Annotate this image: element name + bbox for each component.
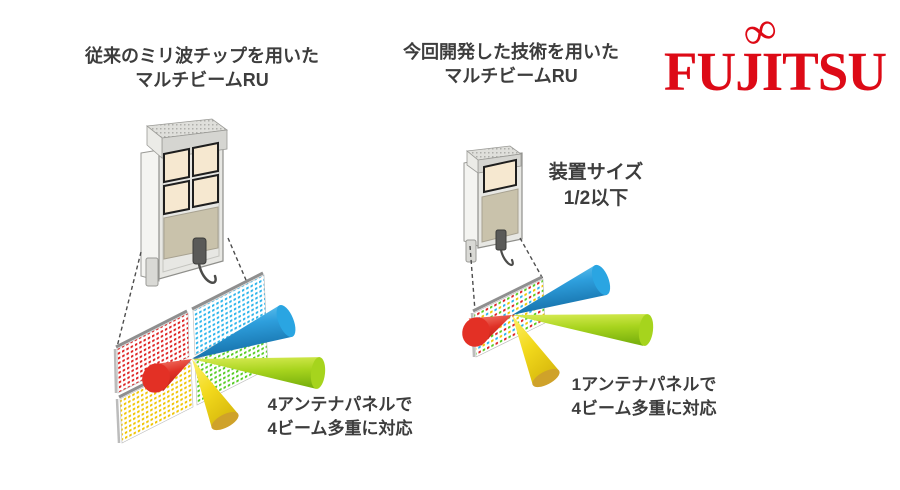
right-caption-line2: 4ビーム多重に対応	[571, 398, 717, 418]
green-beam	[192, 357, 320, 389]
yellow-beam-cap	[211, 411, 239, 431]
yellow-panel-side-edge	[115, 398, 121, 444]
antenna-window-2	[192, 141, 219, 178]
yellow-beam-cap-right	[532, 368, 560, 388]
yellow-beam	[192, 359, 239, 428]
red-beam-cap	[142, 363, 170, 393]
right-device-lower-panel	[481, 188, 519, 243]
right-callout-line-left	[469, 245, 476, 312]
red-panel-edge	[115, 309, 188, 349]
red-antenna-panel	[116, 312, 190, 394]
left-device-foot	[145, 257, 159, 287]
left-caption-line2: 4ビーム多重に対応	[267, 418, 413, 438]
left-caption: 4アンテナパネルで 4ビーム多重に対応	[238, 393, 442, 441]
antenna-window-1	[163, 147, 190, 184]
right-callout-line-right	[519, 237, 544, 280]
antenna-window-single	[483, 158, 517, 194]
left-callout-line-left	[116, 251, 142, 348]
left-ru-device	[140, 118, 229, 287]
fujitsu-logo: FUJITSU ∞	[664, 4, 887, 102]
left-title-line2: マルチビームRU	[135, 70, 269, 91]
right-title-line1: 今回開発した技術を用いた	[403, 42, 619, 62]
multi-panel-edge	[472, 275, 543, 313]
right-title-line2: マルチビームRU	[444, 66, 578, 87]
left-title: 従来のミリ波チップを用いた マルチビームRU	[48, 44, 356, 93]
antenna-window-3	[163, 179, 190, 216]
right-caption-line1: 1アンテナパネルで	[571, 375, 717, 394]
yellow-beam-right	[512, 315, 560, 386]
right-title: 今回開発した技術を用いた マルチビームRU	[368, 40, 654, 89]
fujitsu-logo-text: FUJITSU	[664, 41, 886, 102]
right-device-grille-side	[466, 150, 479, 174]
device-size-note: 装置サイズ 1/2以下	[536, 160, 656, 211]
size-note-line1: 装置サイズ	[548, 162, 644, 183]
blue-beam-cap-right	[591, 264, 611, 296]
right-beams	[462, 264, 654, 388]
right-device-foot	[465, 239, 477, 263]
blue-beam-cap	[276, 304, 296, 338]
right-caption: 1アンテナパネルで 4ビーム多重に対応	[540, 373, 748, 421]
right-ru-device	[463, 145, 523, 267]
left-beams	[142, 304, 326, 431]
green-beam-cap	[310, 357, 326, 389]
green-beam-cap-right	[638, 314, 654, 346]
blue-panel-edge	[191, 271, 264, 311]
antenna-window-4	[192, 173, 219, 209]
right-device-side-face	[463, 159, 479, 247]
size-note-line2: 1/2以下	[563, 187, 629, 209]
left-device-grille-side	[146, 125, 163, 159]
left-device-connector	[192, 237, 207, 265]
left-caption-line1: 4アンテナパネルで	[267, 395, 413, 414]
right-device-cable	[499, 248, 514, 267]
green-beam-right	[512, 314, 647, 346]
left-device-cable	[197, 262, 217, 284]
red-beam-cap-right	[462, 317, 490, 347]
right-device-connector	[495, 229, 507, 251]
red-panel-side-edge	[113, 348, 118, 394]
blue-beam	[192, 305, 293, 359]
blue-beam-right	[512, 265, 607, 315]
left-device-side-face	[140, 149, 160, 282]
left-title-line1: 従来のミリ波チップを用いた	[85, 46, 319, 66]
